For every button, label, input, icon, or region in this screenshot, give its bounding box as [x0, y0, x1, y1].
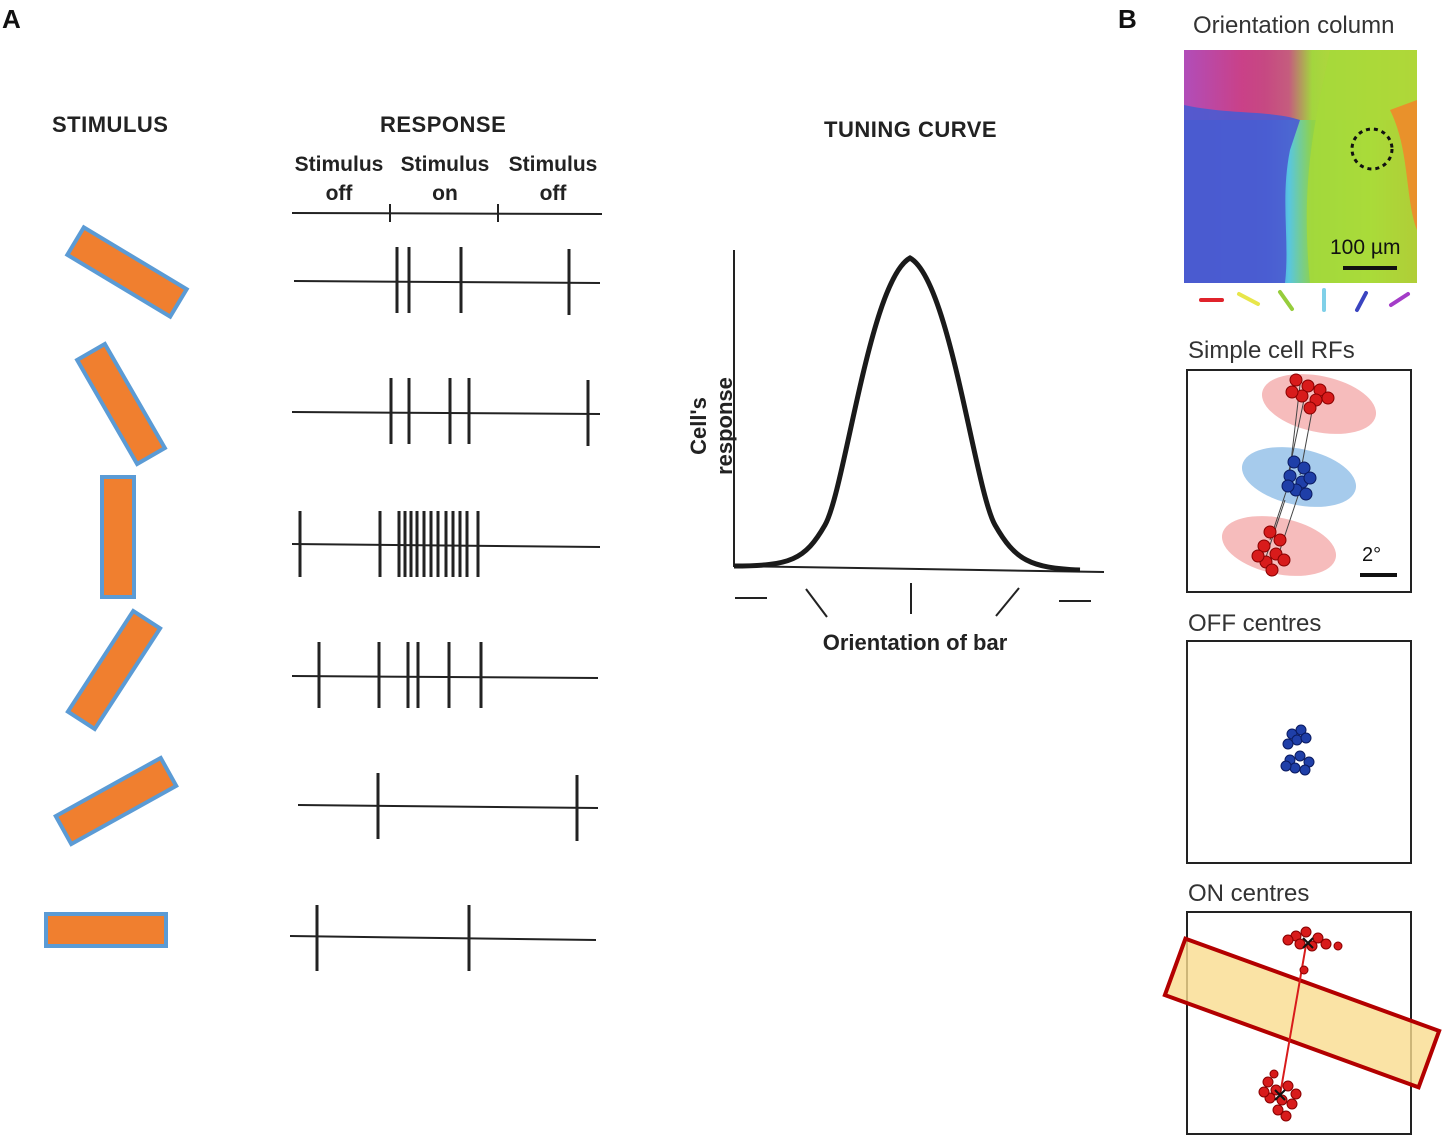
- on-centres-title: ON centres: [1188, 880, 1310, 907]
- stimulus-bar-3: [100, 475, 136, 599]
- spike-train-6: [289, 905, 597, 971]
- panel-b-letter: B: [1118, 4, 1137, 34]
- on-centres-plot: [1162, 911, 1442, 1135]
- simple-cell-rf-plot: [1186, 369, 1412, 593]
- orientation-column-title: Orientation column: [1193, 12, 1395, 39]
- stimulus-bar-4: [65, 608, 163, 732]
- phase-label-on-line1: Stimulus: [400, 153, 490, 176]
- panel-a-letter: A: [2, 4, 21, 34]
- tuning-x-label: Orientation of bar: [822, 630, 1008, 655]
- phase-label-on-line2: on: [432, 182, 458, 205]
- phase-label-off-2-line1: Stimulus: [508, 153, 598, 176]
- stimulus-bar-1: [64, 224, 190, 320]
- stimulus-bar-5: [53, 755, 179, 847]
- off-centres-title: OFF centres: [1188, 610, 1322, 637]
- stimulus-bar-6: [44, 912, 168, 948]
- phase-label-off-1-line2: off: [325, 182, 353, 205]
- orientation-color-key: [1199, 288, 1410, 312]
- phase-label-off-1: Stimulus off: [288, 150, 390, 208]
- phase-label-off-2-line2: off: [539, 182, 567, 205]
- response-header: RESPONSE: [380, 112, 507, 137]
- spike-train-4: [291, 642, 599, 708]
- spike-train-2: [291, 378, 601, 446]
- spike-train-5: [297, 773, 599, 841]
- orientation-column-map: [1184, 50, 1417, 283]
- tuning-curve-chart: [733, 250, 1105, 618]
- stimulus-bars: [44, 224, 190, 948]
- stimulus-bar-2: [74, 341, 168, 467]
- orientation-scale-label: 100 µm: [1330, 236, 1401, 259]
- off-centres-plot: [1186, 640, 1412, 864]
- tuning-curve-header: TUNING CURVE: [824, 117, 998, 142]
- stimulus-header: STIMULUS: [52, 112, 169, 137]
- tuning-y-label: Cell's response: [686, 377, 737, 475]
- spike-train-3: [291, 511, 601, 577]
- simple-cell-scale-label: 2°: [1362, 544, 1382, 566]
- phase-label-on: Stimulus on: [394, 150, 496, 208]
- phase-timeline: [291, 204, 603, 222]
- recording-site-circle: [1350, 127, 1394, 171]
- simple-cell-title: Simple cell RFs: [1188, 337, 1355, 364]
- tuning-x-axis: [733, 565, 1105, 573]
- phase-label-off-1-line1: Stimulus: [294, 153, 384, 176]
- highlight-bar: [1162, 936, 1442, 1090]
- phase-label-off-2: Stimulus off: [502, 150, 604, 208]
- spike-train-1: [293, 247, 601, 315]
- orientation-ticks: [735, 583, 1091, 618]
- tuning-curve-line: [733, 255, 1081, 573]
